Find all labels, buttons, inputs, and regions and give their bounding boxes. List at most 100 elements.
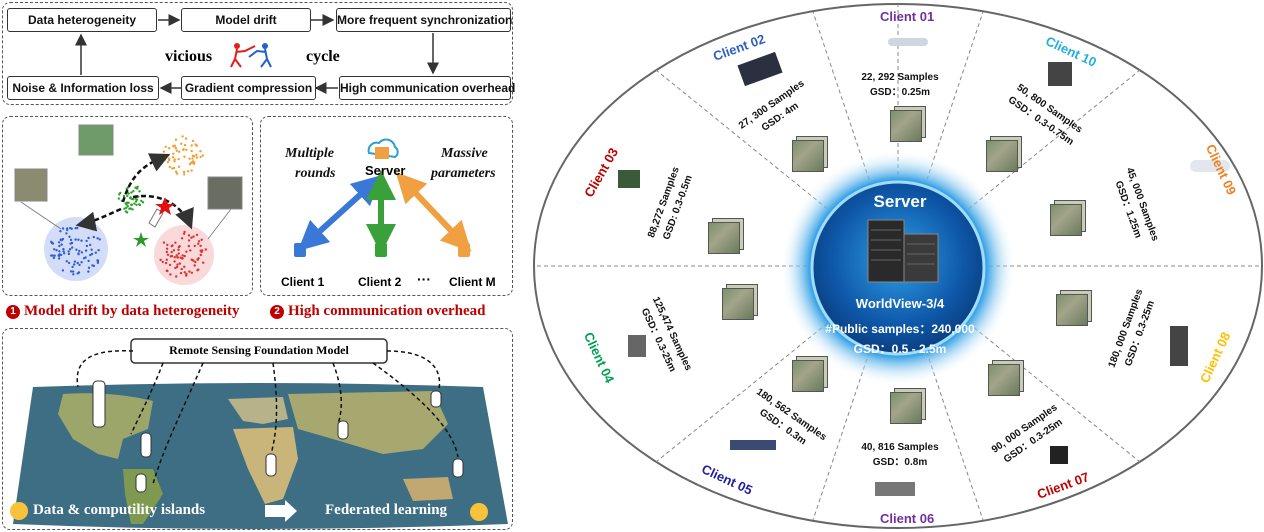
scatter-point	[173, 160, 176, 163]
scatter-point	[71, 265, 74, 269]
scatter-point	[136, 185, 139, 188]
scatter-point	[165, 247, 169, 250]
fencing-icon	[230, 43, 272, 68]
dots-label: ···	[417, 271, 431, 287]
scatter-point	[125, 206, 128, 209]
federated-label: Federated learning	[325, 502, 448, 518]
scatter-point	[96, 261, 100, 264]
scatter-point	[175, 172, 179, 175]
scatter-point	[169, 273, 172, 276]
scatter-point	[172, 152, 175, 155]
cloud-server-icon	[367, 138, 399, 159]
model-drift-panel	[2, 116, 253, 296]
scatter-point	[194, 260, 197, 264]
scatter-point	[87, 259, 90, 263]
scatter-point	[175, 275, 178, 278]
scatter-point	[118, 193, 121, 196]
scatter-point	[130, 191, 133, 194]
scatter-point	[127, 201, 130, 204]
scatter-point	[191, 154, 195, 157]
scatter-point	[188, 163, 192, 166]
client02-image	[792, 140, 824, 172]
client07-image	[988, 364, 1020, 396]
client01-gsd: GSD：0.25m	[869, 87, 931, 98]
scatter-point	[168, 263, 172, 267]
scatter-point	[60, 253, 63, 257]
scatter-point	[183, 143, 187, 147]
scatter-point	[85, 239, 88, 243]
scatter-point	[90, 252, 94, 256]
scatter-point	[76, 261, 79, 265]
scatter-point	[90, 248, 93, 251]
scatter-point	[164, 145, 167, 148]
scatter-point	[190, 236, 193, 239]
scatter-point	[94, 251, 98, 254]
scatter-point	[126, 205, 129, 208]
green-star-icon	[133, 232, 149, 247]
islands-label: Data & computility islands	[33, 502, 206, 518]
scatter-point	[176, 263, 179, 266]
scatter-point	[187, 234, 191, 237]
scatter-point	[201, 249, 204, 252]
multiple-label: Multiple	[285, 146, 335, 161]
client-db-icons	[294, 243, 470, 257]
vicious-label: vicious	[165, 48, 213, 65]
scatter-point	[166, 161, 170, 164]
scatter-point	[173, 158, 176, 161]
scatter-point	[165, 258, 168, 261]
scatter-point	[174, 146, 178, 150]
scatter-point	[90, 227, 94, 231]
scatter-point	[62, 247, 65, 251]
clientM-label: Client M	[449, 275, 496, 289]
scatter-point	[179, 256, 182, 259]
scatter-point	[57, 257, 61, 260]
scatter-point	[71, 270, 75, 273]
scatter-point	[65, 232, 68, 235]
scatter-point	[60, 243, 63, 246]
scatter-point	[173, 256, 176, 259]
server-public-samples: #Public samples：240,000	[825, 322, 975, 336]
scatter-point	[67, 252, 71, 256]
scatter-point	[183, 155, 186, 158]
scatter-point	[190, 149, 193, 153]
scatter-point	[204, 248, 207, 251]
scatter-point	[58, 244, 61, 248]
scatter-point	[74, 238, 77, 241]
scatter-point	[181, 254, 184, 257]
scatter-point	[178, 245, 181, 248]
scatter-point	[117, 197, 121, 200]
right-arrow-icon	[265, 500, 297, 522]
scatter-point	[190, 271, 194, 274]
world-map-panel: Remote Sensing Foundation Model Data & c…	[2, 328, 513, 530]
scatter-point	[80, 251, 84, 254]
scatter-point	[70, 227, 73, 230]
caption-model-drift-text: Model drift by data heterogeneity	[24, 303, 240, 319]
scatter-point	[172, 166, 176, 170]
scatter-point	[195, 156, 199, 159]
scatter-point	[186, 170, 190, 173]
scatter-point	[177, 157, 180, 161]
scatter-point	[50, 240, 53, 243]
scatter-point	[87, 266, 91, 269]
scatter-point	[59, 230, 62, 233]
client01-image	[890, 110, 922, 142]
thinking-face-icon	[10, 502, 28, 520]
scatter-point	[185, 272, 188, 276]
scatter-point	[97, 249, 100, 252]
scatter-point	[180, 142, 183, 145]
scatter-point	[58, 250, 61, 253]
scatter-point	[193, 264, 196, 267]
cluster-diagram	[14, 124, 243, 285]
scatter-point	[98, 238, 102, 241]
server-gsd: GSD：0.5 - 2.5m	[853, 342, 947, 356]
client06-gsd: GSD：0.8m	[872, 457, 928, 468]
server-rack-icon	[867, 219, 939, 283]
server-title: Server	[873, 192, 927, 211]
model-drift-box: Model drift	[181, 8, 311, 32]
scatter-point	[61, 227, 65, 230]
scatter-point	[202, 261, 205, 264]
rounds-label: rounds	[295, 166, 336, 181]
red-star-icon	[155, 197, 175, 215]
